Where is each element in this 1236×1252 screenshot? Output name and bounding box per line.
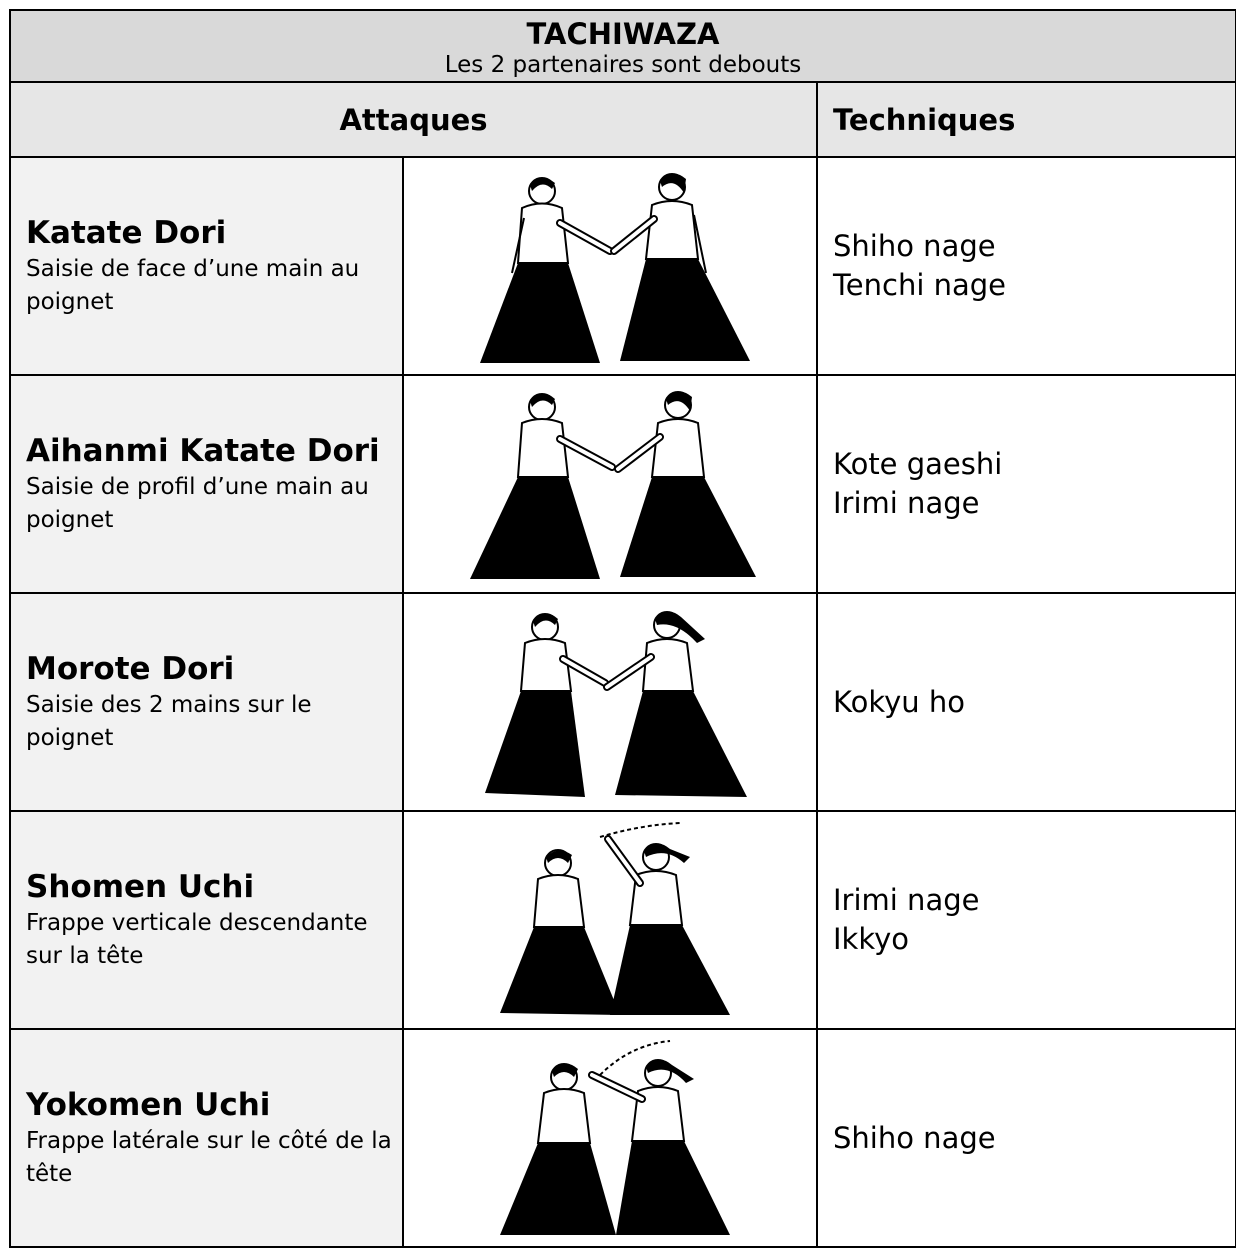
table-row: Katate Dori Saisie de face d’une main au… [9,156,1236,376]
column-header-techniques: Techniques [816,81,1236,158]
illustration-cell [402,156,818,376]
attack-cell: Aihanmi Katate Dori Saisie de profil d’u… [9,374,404,594]
column-header-row: Attaques Techniques [9,81,1236,158]
techniques-cell: Shiho nage [816,1028,1236,1248]
techniques-cell: Kokyu ho [816,592,1236,812]
title-row: TACHIWAZA Les 2 partenaires sont debouts [9,9,1236,83]
attack-description: Saisie de face d’une main au poignet [26,255,360,315]
technique-item: Shiho nage [833,229,996,263]
techniques-cell: Kote gaeshi Irimi nage [816,374,1236,594]
table-row: Shomen Uchi Frappe verticale descendante… [9,810,1236,1030]
illustration-cell [402,810,818,1030]
strike-illustration [500,1040,730,1235]
attack-cell: Yokomen Uchi Frappe latérale sur le côté… [9,1028,404,1248]
table-row: Morote Dori Saisie des 2 mains sur le po… [9,592,1236,812]
attack-name: Katate Dori [26,214,227,251]
attack-name: Morote Dori [26,650,235,687]
illustration-cell [402,374,818,594]
techniques-cell: Irimi nage Ikkyo [816,810,1236,1030]
illustration-cell [402,1028,818,1248]
attack-description: Saisie de profil d’une main au poignet [26,473,369,533]
attack-description: Saisie des 2 mains sur le poignet [26,691,312,751]
tachiwaza-table: TACHIWAZA Les 2 partenaires sont debouts… [9,9,1236,1248]
technique-item: Irimi nage [833,883,980,917]
technique-item: Ikkyo [833,922,910,956]
attack-name: Yokomen Uchi [26,1086,271,1123]
table-title: TACHIWAZA [526,17,720,51]
two-aikidoka-illustration [470,391,756,579]
illustration-cell [402,592,818,812]
technique-item: Shiho nage [833,1120,996,1155]
attack-cell: Shomen Uchi Frappe verticale descendante… [9,810,404,1030]
table-row: Aihanmi Katate Dori Saisie de profil d’u… [9,374,1236,594]
technique-item: Kote gaeshi [833,447,1003,481]
attack-cell: Katate Dori Saisie de face d’une main au… [9,156,404,376]
attack-description: Frappe verticale descendante sur la tête [26,909,368,969]
two-aikidoka-illustration [485,611,747,797]
two-aikidoka-illustration [480,173,750,363]
attack-description: Frappe latérale sur le côté de la tête [26,1127,392,1187]
table-row: Yokomen Uchi Frappe latérale sur le côté… [9,1028,1236,1248]
attack-name: Aihanmi Katate Dori [26,432,380,469]
technique-item: Tenchi nage [833,268,1007,302]
techniques-cell: Shiho nage Tenchi nage [816,156,1236,376]
technique-item: Kokyu ho [833,684,965,719]
table-subtitle: Les 2 partenaires sont debouts [444,52,802,78]
technique-item: Irimi nage [833,486,980,520]
attack-name: Shomen Uchi [26,868,255,905]
column-header-attaques: Attaques [9,81,818,158]
strike-illustration [500,822,730,1015]
title-cell: TACHIWAZA Les 2 partenaires sont debouts [9,9,1236,83]
attack-cell: Morote Dori Saisie des 2 mains sur le po… [9,592,404,812]
